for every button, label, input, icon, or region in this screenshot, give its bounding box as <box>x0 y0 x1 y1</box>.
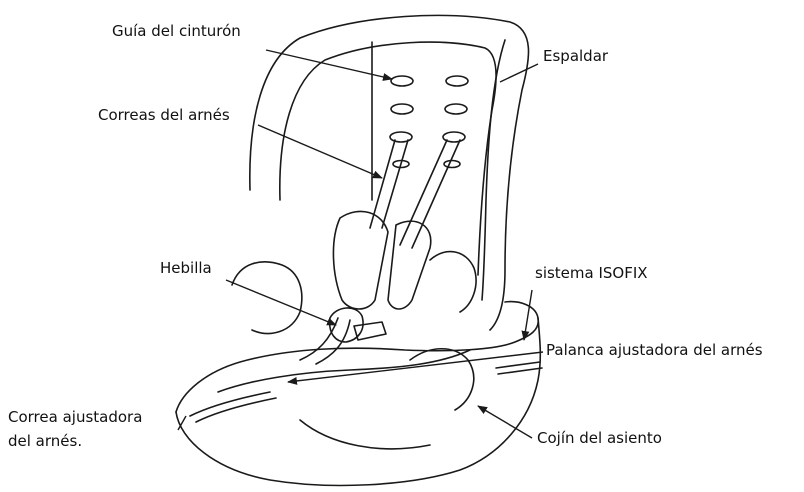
adjuster-strap-2 <box>196 398 276 422</box>
leader-backrest <box>500 64 538 82</box>
label-harness-adjuster-lever: Palanca ajustadora del arnés <box>546 341 763 360</box>
label-seat-cushion: Cojín del asiento <box>537 429 662 448</box>
label-isofix: sistema ISOFIX <box>535 264 648 283</box>
buckle-tongue <box>354 322 386 340</box>
label-buckle: Hebilla <box>160 259 212 278</box>
chest-pad-right <box>388 221 431 309</box>
label-harness-straps: Correas del arnés <box>98 106 230 125</box>
label-harness-adjuster-strap-line2: del arnés. <box>8 432 82 451</box>
isofix-bar <box>496 362 542 374</box>
label-harness-adjuster-strap-line1: Correa ajustadora <box>8 408 142 427</box>
backrest-side-fold <box>482 40 505 300</box>
chest-pad-left <box>333 211 388 309</box>
leader-seat-cushion <box>478 406 532 438</box>
adjuster-strap <box>190 392 270 416</box>
belt-guide-holes <box>390 76 468 168</box>
wing-right <box>430 252 476 312</box>
seat-cushion-fold <box>410 349 474 410</box>
leader-isofix <box>524 290 532 340</box>
leader-buckle <box>226 280 336 325</box>
leader-belt-guide <box>266 50 392 79</box>
label-backrest: Espaldar <box>543 47 608 66</box>
seat-cushion-front <box>218 350 470 392</box>
seat-base <box>176 302 538 412</box>
seat-cushion-curve <box>300 420 430 449</box>
harness-strap-right <box>400 140 460 248</box>
leader-harness-straps <box>258 125 382 178</box>
label-belt-guide: Guía del cinturón <box>112 22 241 41</box>
wing-left <box>232 262 302 334</box>
